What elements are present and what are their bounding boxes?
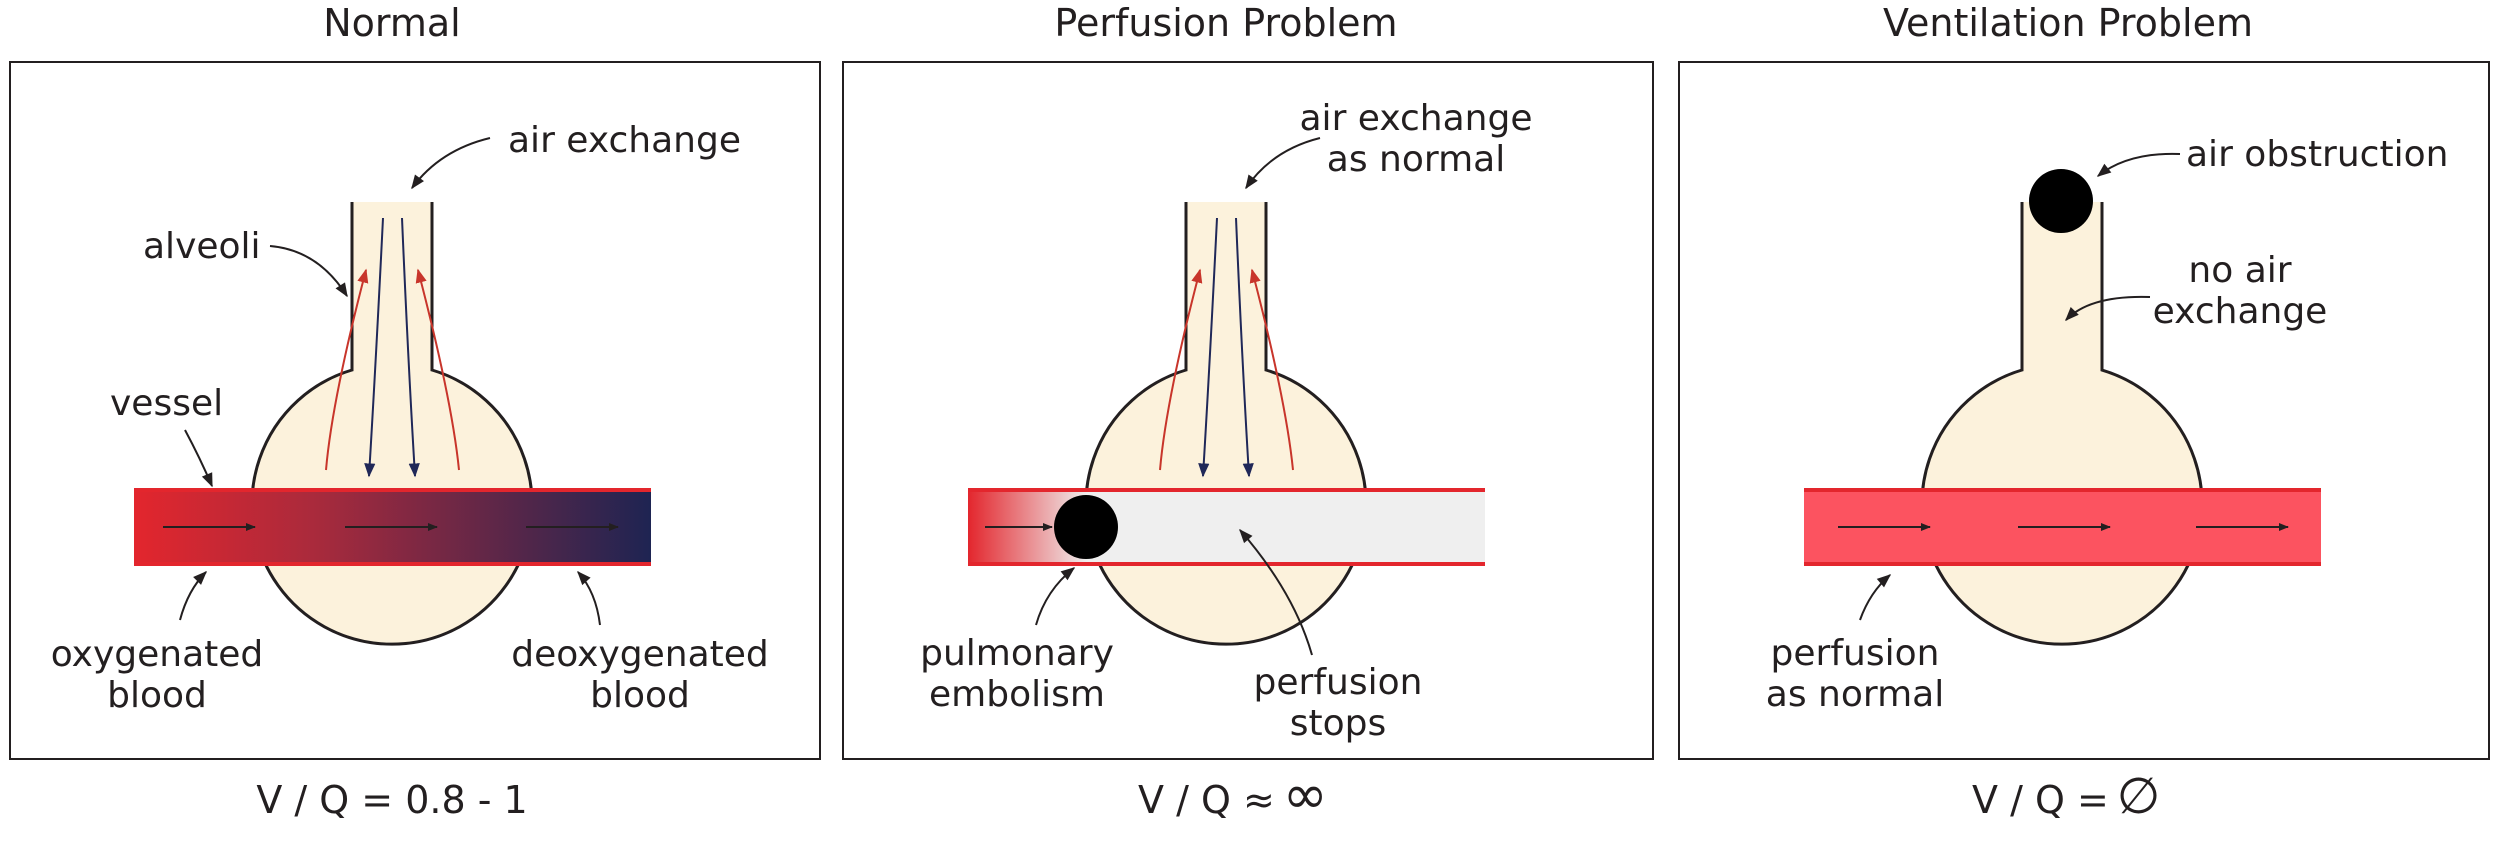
label-stops: stops [1290, 703, 1387, 744]
leader-embolism [1035, 567, 1076, 626]
label-as-normal: as normal [1766, 674, 1944, 715]
label-perfusion: perfusion [1254, 662, 1423, 703]
label-oxygenated: oxygenated [51, 634, 264, 675]
vq-formula: V / Q ≈∞ [1138, 763, 1328, 826]
air-out-arrow [415, 268, 460, 471]
label-deoxygenated: deoxygenated [511, 634, 769, 675]
leader-oxygenated [179, 571, 207, 621]
air-in-arrow [1198, 217, 1218, 478]
panel-normal: Normal air exchange alveoli vessel oxyge… [9, 1, 821, 822]
panel-title: Perfusion Problem [1054, 1, 1397, 45]
leader-air-obstruction [2096, 152, 2181, 177]
label-air-exchange: air exchange [508, 120, 741, 161]
vq-formula: V / Q = 0.8 - 1 [256, 778, 527, 822]
empty-set-symbol: ∅ [2117, 767, 2161, 825]
air-in-arrow [1235, 217, 1254, 478]
air-out-arrow [1249, 268, 1294, 471]
label-blood: blood [107, 675, 207, 716]
label-no-air: no air [2188, 250, 2291, 291]
leader-vessel [184, 429, 213, 488]
leader-air-exchange [1245, 137, 1321, 190]
leader-alveoli [269, 245, 348, 298]
panel-title: Ventilation Problem [1883, 1, 2253, 45]
label-as-normal: as normal [1327, 139, 1505, 180]
label-alveoli: alveoli [143, 226, 261, 267]
label-embolism: embolism [929, 674, 1105, 715]
leader-perfusion-normal [1859, 574, 1892, 621]
label-air-exchange: air exchange [1300, 98, 1533, 139]
label-perfusion: perfusion [1771, 633, 1940, 674]
vq-formula-text: V / Q = [1972, 778, 2109, 822]
panel-ventilation-problem: Ventilation Problem air obstruction no a… [1678, 1, 2490, 825]
label-air-obstruction: air obstruction [2186, 134, 2448, 175]
panel-title: Normal [323, 1, 461, 45]
label-vessel: vessel [110, 383, 223, 424]
vq-formula-text: V / Q ≈ [1138, 778, 1275, 822]
air-out-arrow [1159, 268, 1203, 471]
embolism-clot [1054, 495, 1118, 559]
infinity-symbol: ∞ [1283, 763, 1328, 826]
air-in-arrow [401, 217, 420, 478]
label-pulmonary: pulmonary [920, 633, 1114, 674]
panel-perfusion-problem: Perfusion Problem air exchange as normal… [842, 1, 1654, 826]
air-obstruction [2029, 169, 2093, 233]
leader-deoxygenated [577, 570, 601, 626]
label-exchange: exchange [2153, 291, 2328, 332]
label-blood: blood [590, 675, 690, 716]
leader-air-exchange [411, 137, 491, 190]
air-in-arrow [364, 217, 384, 478]
air-out-arrow [325, 268, 369, 471]
leader-perfusion-stops [1239, 528, 1313, 656]
leader-no-air-exchange [2065, 295, 2151, 322]
vq-formula: V / Q =∅ [1972, 767, 2160, 825]
